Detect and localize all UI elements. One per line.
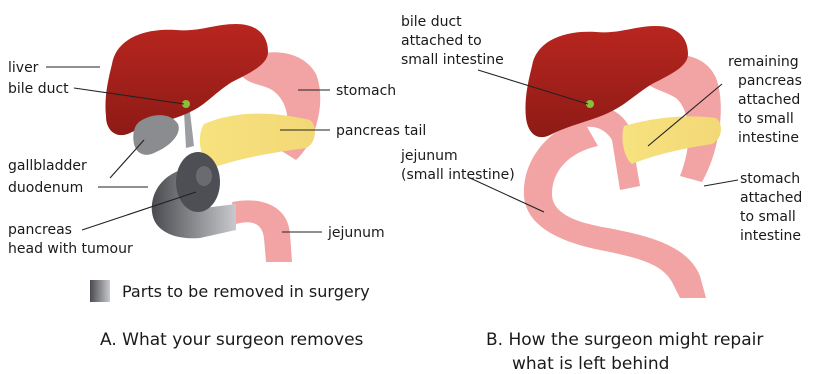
label-bile-duct: bile duct [8, 81, 69, 97]
leader-gallbladder [110, 140, 144, 178]
label-b-jejunum-1: jejunum [400, 148, 458, 164]
label-duodenum-visible: duodenum [8, 180, 83, 196]
label-b-stomach-3: to small [740, 209, 796, 225]
jejunum-shape-a [232, 200, 292, 262]
label-b-remaining-1: remaining [728, 54, 799, 70]
pancreas-tail-shape-a [200, 114, 315, 168]
tumour-highlight [196, 166, 212, 186]
label-b-remaining-2: pancreas [738, 73, 802, 89]
label-b-jejunum-2: (small intestine) [401, 167, 515, 183]
legend-swatch [90, 280, 110, 302]
diagram-b: bile duct attached to small intestine je… [400, 14, 802, 374]
caption-b-line1: B. How the surgeon might repair [486, 330, 763, 350]
label-gallbladder: gallbladder [8, 158, 87, 174]
bile-duct-shape-a [184, 112, 194, 148]
caption-a: A. What your surgeon removes [100, 330, 364, 350]
caption-b-line2: what is left behind [512, 354, 669, 374]
label-pancreas-head-line2: head with tumour [8, 241, 133, 257]
label-pancreas-head-line1: pancreas [8, 222, 72, 238]
legend-text: Parts to be removed in surgery [122, 282, 370, 301]
label-b-stomach-1: stomach [740, 171, 800, 187]
label-liver: liver [8, 60, 39, 76]
label-jejunum: jejunum [327, 225, 385, 241]
label-b-remaining-5: intestine [738, 130, 799, 146]
label-b-bile-duct-2: attached to [401, 33, 482, 49]
leader-b-stomach [704, 180, 738, 186]
label-b-stomach-4: intestine [740, 228, 801, 244]
label-b-bile-duct-3: small intestine [401, 52, 504, 68]
diagram-a: liver bile duct gallbladder duodenum pan… [8, 24, 426, 350]
label-stomach: stomach [336, 83, 396, 99]
label-b-stomach-2: attached [740, 190, 802, 206]
label-b-remaining-4: to small [738, 111, 794, 127]
label-pancreas-tail: pancreas tail [336, 123, 426, 139]
label-b-remaining-3: attached [738, 92, 800, 108]
label-b-bile-duct-1: bile duct [401, 14, 462, 30]
